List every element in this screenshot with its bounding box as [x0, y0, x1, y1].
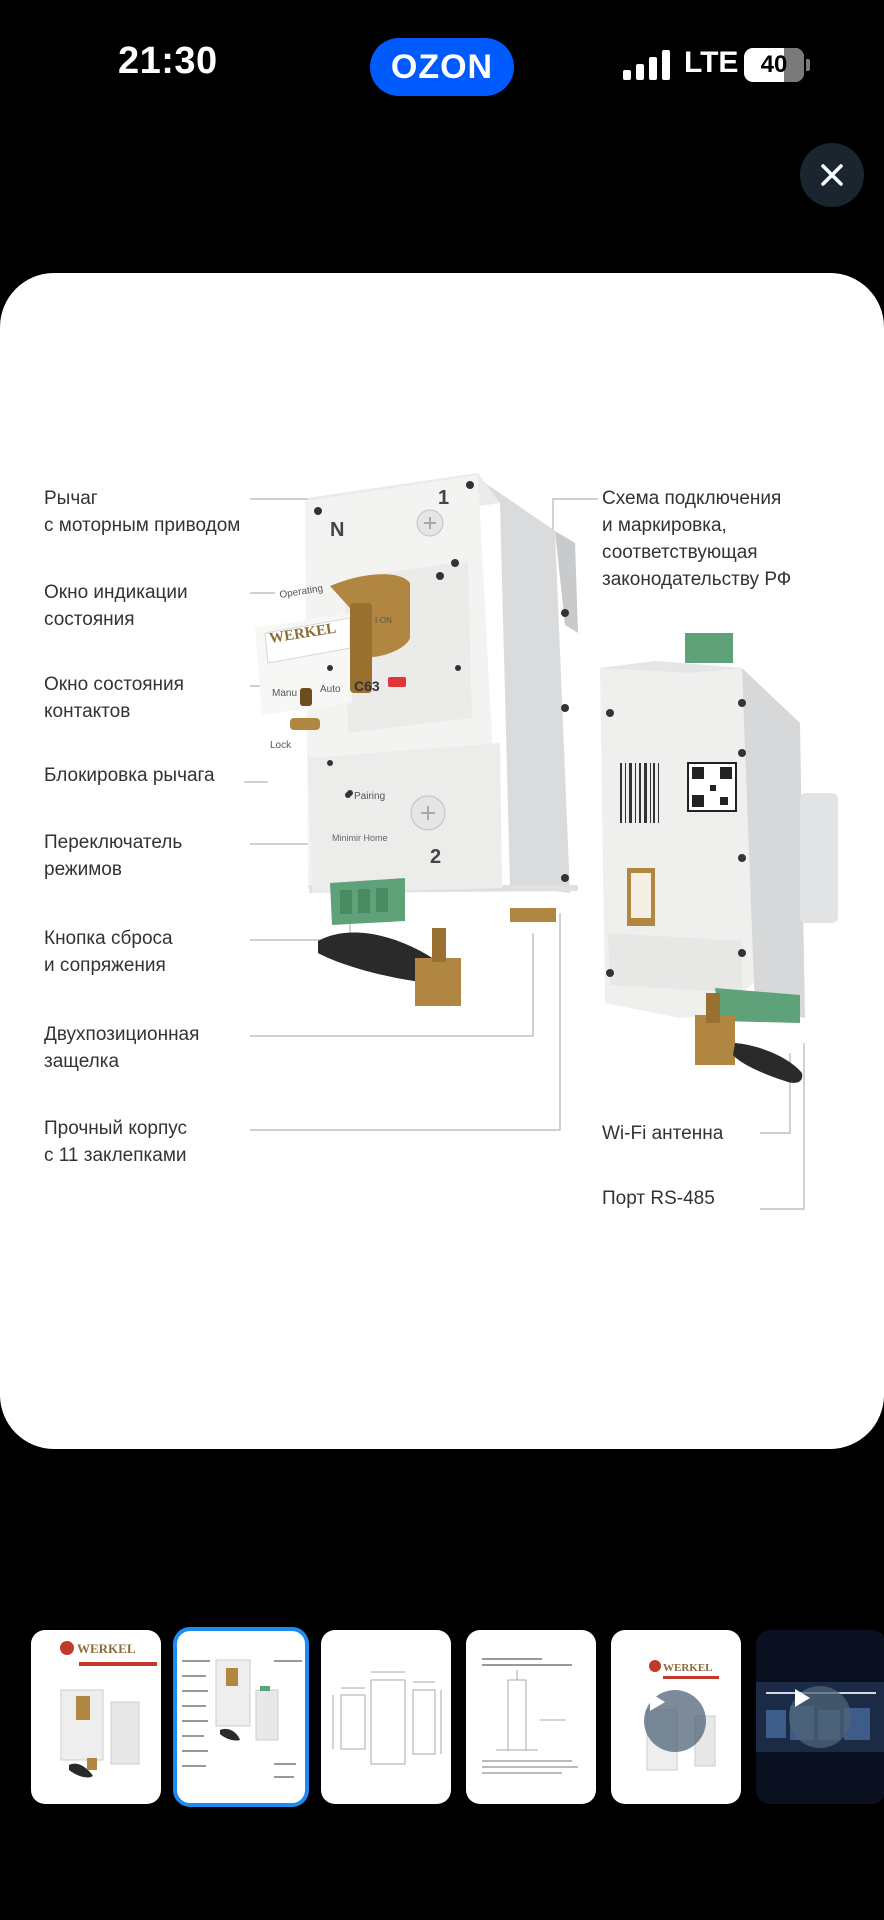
play-icon [650, 1693, 665, 1711]
thumbnail-1[interactable]: WERKEL [31, 1630, 161, 1804]
label-lever: Рычаг с моторным приводом [44, 488, 241, 536]
breaker-front: N 1 2 Operating WERKEL I-ON Manu Auto Lo… [255, 473, 578, 1006]
auto-text: Auto [320, 684, 341, 695]
battery-icon: 40 [744, 48, 804, 82]
battery-tip [806, 59, 810, 71]
play-button[interactable] [789, 1686, 851, 1748]
lock-text: Lock [270, 740, 292, 751]
cellular-signal-icon [623, 50, 670, 80]
thumbnail-2-image [182, 1659, 302, 1778]
product-image[interactable]: N 1 2 Operating WERKEL I-ON Manu Auto Lo… [0, 273, 884, 1449]
close-button[interactable] [800, 143, 864, 207]
thumbnail-3[interactable] [321, 1630, 451, 1804]
label-status-window: Окно индикации состояния [44, 582, 188, 630]
label-mode-switch: Переключатель режимов [44, 832, 183, 880]
label-housing: Прочный корпус с 11 заклепками [44, 1118, 188, 1166]
label-latch: Двухпозиционная защелка [44, 1024, 200, 1072]
product-illustration: N 1 2 Operating WERKEL I-ON Manu Auto Lo… [244, 473, 838, 1210]
label-wifi-antenna: Wi-Fi антенна [602, 1123, 724, 1144]
network-type: LTE [684, 46, 739, 79]
terminal-1-label: 1 [438, 487, 449, 509]
label-reset-button: Кнопка сброса и сопряжения [44, 928, 173, 976]
label-wiring-scheme: Схема подключения и маркировка, соответс… [602, 488, 792, 590]
thumbnail-1-image: WERKEL [60, 1641, 157, 1778]
thumbnail-5[interactable]: WERKEL [611, 1630, 741, 1804]
thumbnail-4[interactable] [466, 1630, 596, 1804]
thumbnail-6[interactable] [756, 1630, 884, 1804]
terminal-n-label: N [330, 519, 344, 541]
status-time: 21:30 [118, 40, 218, 82]
label-contacts-window: Окно состояния контактов [44, 674, 184, 722]
svg-text:WERKEL: WERKEL [663, 1662, 713, 1674]
thumbnail-4-image [482, 1658, 578, 1774]
close-icon [821, 164, 843, 186]
play-icon [795, 1689, 810, 1707]
label-rs485-port: Порт RS-485 [602, 1188, 715, 1209]
pairing-text: Pairing [354, 791, 385, 802]
thumbnail-2[interactable] [173, 1627, 309, 1807]
battery-level: 40 [760, 51, 788, 78]
label-lever-lock: Блокировка рычага [44, 765, 215, 786]
play-button[interactable] [644, 1690, 706, 1752]
home-text: Minimir Home [332, 833, 388, 843]
terminal-2-label: 2 [430, 846, 441, 868]
rating-text: C63 [354, 678, 380, 694]
svg-text:WERKEL: WERKEL [77, 1641, 136, 1656]
ion-text: I-ON [375, 616, 392, 625]
manu-text: Manu [272, 688, 297, 699]
thumbnail-3-image [332, 1671, 442, 1765]
breaker-back [600, 633, 838, 1083]
ozon-logo[interactable]: OZON [370, 38, 514, 96]
thumbnail-strip[interactable]: WERKEL [0, 1627, 884, 1807]
